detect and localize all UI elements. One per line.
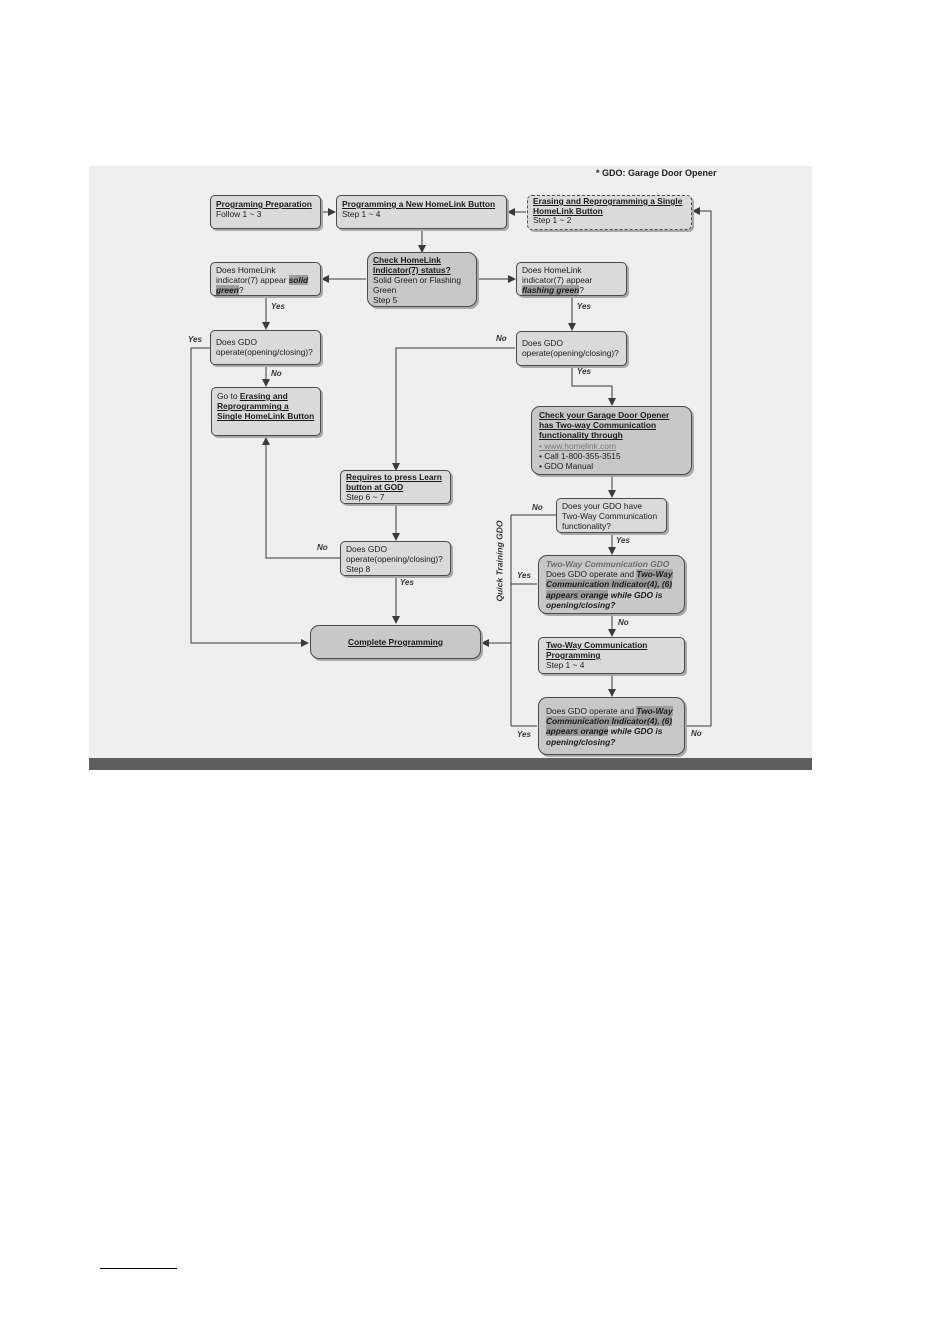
label-no-step8: No	[317, 543, 328, 552]
arrow-quick-training-to-complete	[482, 515, 512, 726]
sub: Step 1 ~ 4	[546, 660, 585, 670]
highlight: flashing green	[522, 285, 580, 295]
arrow-gdo-right-yes-to-check-gdo	[571, 367, 616, 406]
box-check-indicator-status: Check HomeLink Indicator(7) status? Soli…	[367, 252, 477, 307]
label-no-left-gdo: No	[271, 369, 282, 378]
box-gdo-operate-right: Does GDO operate(opening/closing)?	[516, 331, 627, 366]
box-check-two-way-functionality: Check your Garage Door Opener has Two-wa…	[531, 406, 692, 475]
text: Does your GDO have Two-Way Communication…	[562, 501, 658, 531]
title: Complete Programming	[348, 636, 443, 647]
box-programming-new-button: Programming a New HomeLink Button Step 1…	[336, 195, 507, 229]
arrow-gdo-right-no-to-learn	[392, 347, 515, 471]
label-yes-solid: Yes	[271, 302, 285, 311]
box-programing-preparation: Programing Preparation Follow 1 ~ 3	[210, 195, 321, 229]
gdo-footnote: * GDO: Garage Door Opener	[596, 168, 717, 178]
label-yes-flash: Yes	[577, 302, 591, 311]
pre: Go to	[217, 391, 240, 401]
pre: Does GDO operate and	[546, 569, 637, 580]
post: while GDO is opening/closing?	[546, 589, 663, 610]
post: ?	[238, 285, 244, 295]
title: Programming a New HomeLink Button	[342, 199, 496, 209]
box-gdo-operate-step8: Does GDO operate(opening/closing)? Step …	[340, 541, 451, 576]
pre: Does GDO operate and	[546, 706, 637, 716]
pre: Does HomeLink indicator(7) appear	[522, 265, 593, 285]
bullet-phone: • Call 1-800-355-3515	[539, 450, 621, 461]
sub: Step 1 ~ 2	[533, 215, 572, 226]
box-two-way-question: Does your GDO have Two-Way Communication…	[556, 498, 667, 533]
label-no-right-gdo: No	[496, 334, 507, 343]
post: while GDO is opening/closing?	[546, 726, 663, 747]
text: Does GDO operate(opening/closing)?	[216, 337, 313, 358]
text: Does GDO operate(opening/closing)?	[346, 544, 443, 564]
box-press-learn-button: Requires to press Learn button at GOD St…	[340, 470, 451, 504]
label-yes-twc-gdo: Yes	[517, 571, 531, 580]
footer-rule	[100, 1268, 177, 1269]
line2: Step 5	[373, 295, 398, 305]
arrow-step8-no-to-goto	[262, 437, 340, 559]
box-gdo-operate-left: Does GDO operate(opening/closing)?	[210, 330, 321, 365]
box-solid-green-question: Does HomeLink indicator(7) appear solid …	[210, 262, 321, 296]
box-two-way-programming: Two-Way Communication Programming Step 1…	[538, 637, 685, 674]
bullet-website[interactable]: • www.homelink.com	[539, 440, 616, 451]
pre: Does HomeLink indicator(7) appear	[216, 265, 289, 285]
box-complete-programming: Complete Programming	[310, 625, 481, 659]
post: ?	[579, 285, 584, 295]
title: Check your Garage Door Opener has Two-wa…	[539, 410, 670, 441]
label-yes-two-way: Yes	[616, 536, 630, 545]
line1: Solid Green or Flashing Green	[373, 275, 461, 295]
link: Erasing and Reprogramming a Single HomeL…	[217, 391, 315, 422]
label-no-two-way: No	[532, 503, 543, 512]
label-yes-step8: Yes	[400, 578, 414, 587]
box-flashing-green-question: Does HomeLink indicator(7) appear flashi…	[516, 262, 627, 296]
title: Requires to press Learn button at GOD	[346, 472, 442, 492]
text: Does GDO operate(opening/closing)?	[522, 338, 619, 359]
arrow-final-no-to-erase	[685, 207, 712, 727]
bullet-manual: • GDO Manual	[539, 461, 594, 472]
box-two-way-communication-gdo: Two-Way Communication GDO Does GDO opera…	[538, 555, 685, 614]
title: Two-Way Communication Programming	[546, 640, 648, 660]
title: Programing Preparation	[216, 199, 312, 209]
sub: Step 1 ~ 4	[342, 209, 381, 220]
label-no-final: No	[691, 729, 702, 738]
sub: Follow 1 ~ 3	[216, 209, 262, 220]
label-no-twc-gdo: No	[618, 618, 629, 627]
arrow-gdo-left-yes-to-complete	[190, 347, 309, 647]
title: Erasing and Reprogramming a Single HomeL…	[533, 196, 683, 216]
box-erasing-reprogramming: Erasing and Reprogramming a Single HomeL…	[527, 195, 692, 230]
quick-training-gdo-label: Quick Training GDO	[494, 520, 505, 602]
title: Check HomeLink Indicator(7) status?	[373, 255, 451, 275]
label-yes-left-gdo: Yes	[188, 335, 202, 344]
box-final-two-way-question: Does GDO operate and Two-Way Communicati…	[538, 697, 685, 755]
label-yes-right-gdo: Yes	[577, 367, 591, 376]
sub: Step 6 ~ 7	[346, 492, 385, 502]
sub: Step 8	[346, 564, 371, 574]
box-go-to-erasing: Go to Erasing and Reprogramming a Single…	[211, 387, 321, 436]
label-yes-final: Yes	[517, 730, 531, 739]
title: Two-Way Communication GDO	[546, 559, 670, 569]
panel-bottom-bar	[89, 758, 812, 770]
